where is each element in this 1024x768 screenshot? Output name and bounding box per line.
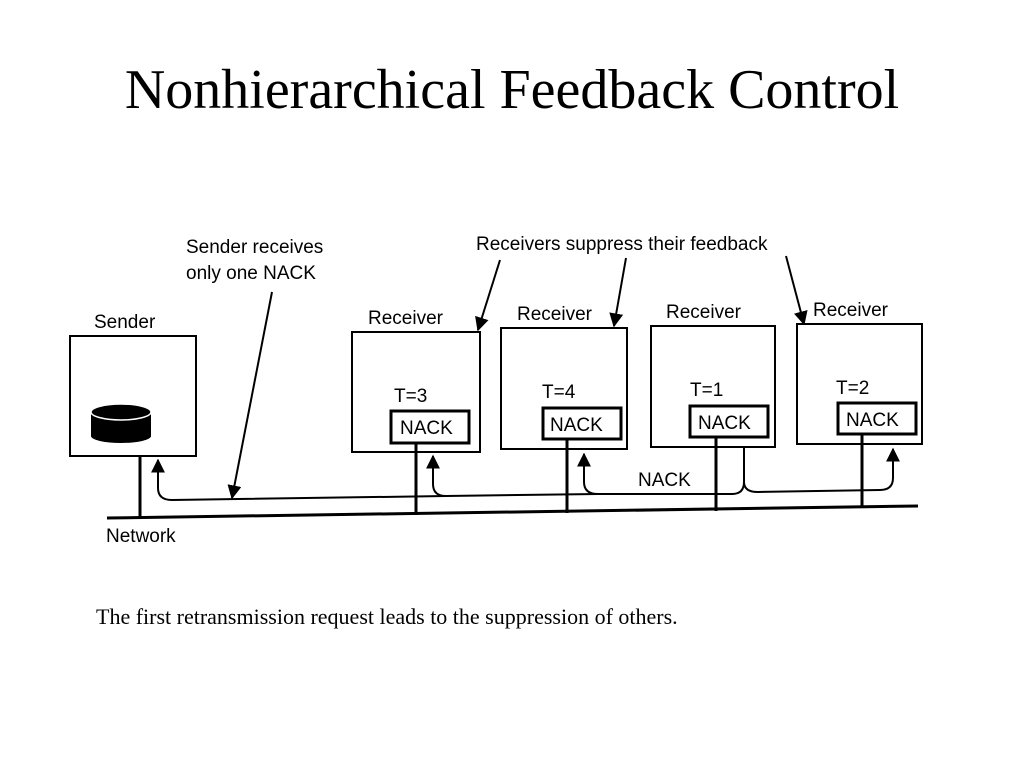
nack-flow-label: NACK <box>638 470 691 491</box>
suppress-arrow-3 <box>785 255 808 326</box>
receiver-3-label: Receiver <box>666 302 742 323</box>
nack-path-to-receiver-1 <box>426 454 599 498</box>
disk-icon <box>90 403 152 443</box>
nack-path-to-sender <box>151 458 447 502</box>
sender-note-line1: Sender receives <box>186 237 323 258</box>
slide-title: Nonhierarchical Feedback Control <box>124 59 900 121</box>
receiver-1-nack: NACK <box>400 418 453 439</box>
suppress-note: Receivers suppress their feedback <box>476 234 768 255</box>
sender-note-arrow <box>227 291 273 500</box>
sender-label: Sender <box>94 312 156 333</box>
receiver-4-timer: T=2 <box>836 378 869 399</box>
receiver-3-nack-box <box>688 404 770 439</box>
nack-path-to-receiver-2 <box>577 448 745 495</box>
receiver-2-nack-box <box>541 406 623 441</box>
sender-note-line2: only one NACK <box>186 263 316 284</box>
receiver-1-nack-box <box>389 409 471 445</box>
receiver-4-label: Receiver <box>813 300 889 321</box>
receiver-2-label: Receiver <box>517 304 593 325</box>
receiver-1-label: Receiver <box>368 308 444 329</box>
receiver-2-nack: NACK <box>550 415 603 436</box>
suppress-arrow-1 <box>475 259 501 332</box>
receiver-4-nack: NACK <box>846 410 899 431</box>
receiver-4-nack-box <box>836 401 918 436</box>
receiver-3-timer: T=1 <box>690 380 723 401</box>
slide-caption: The first retransmission request leads t… <box>96 604 678 629</box>
network-bus <box>106 504 919 520</box>
nack-path-to-receiver-4 <box>743 447 900 494</box>
receiver-1-timer: T=3 <box>394 386 427 407</box>
receiver-3-nack: NACK <box>698 413 751 434</box>
network-label: Network <box>106 526 176 547</box>
receiver-2-timer: T=4 <box>542 382 576 403</box>
suppress-arrow-2 <box>609 257 627 328</box>
